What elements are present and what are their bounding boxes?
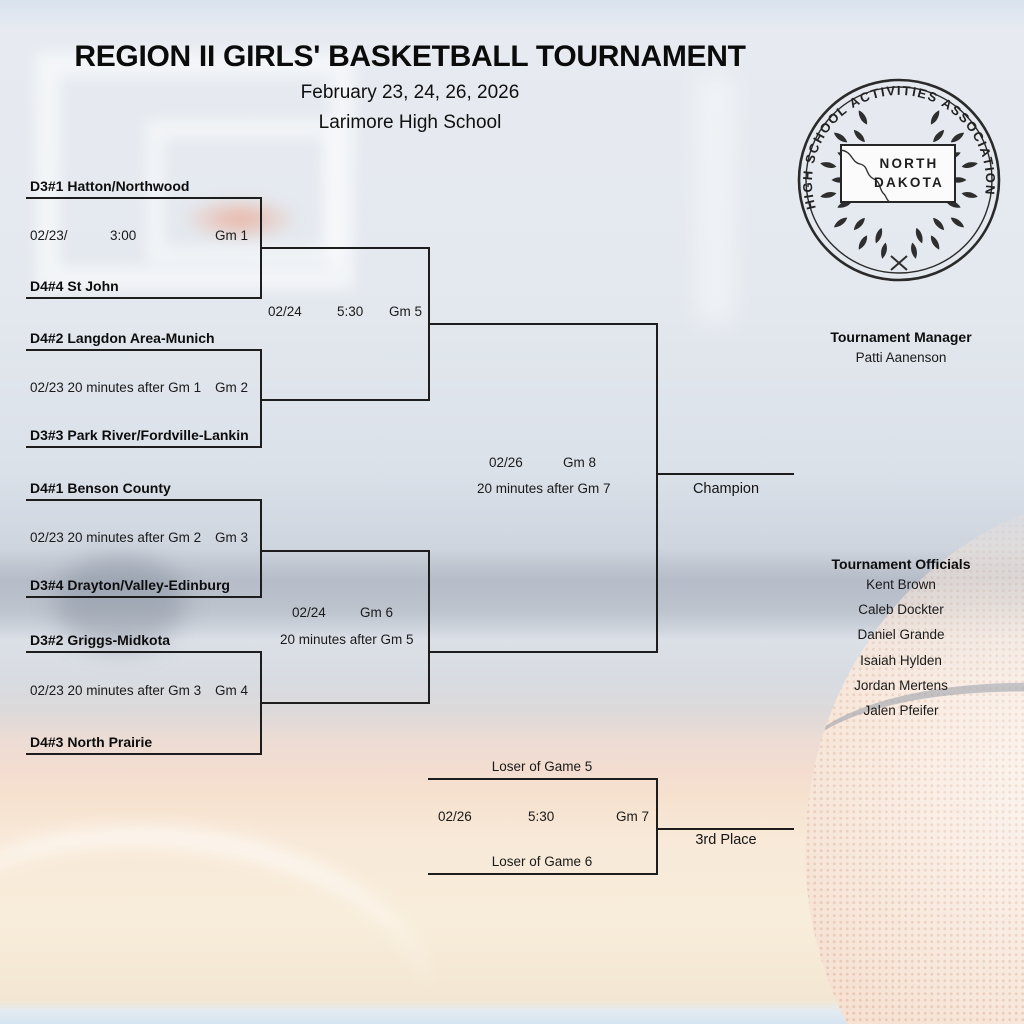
- official-name: Jalen Pfeifer: [863, 703, 939, 719]
- bracket-line: [428, 778, 658, 780]
- official-name: Isaiah Hylden: [860, 652, 942, 668]
- game8-label: Gm 8: [563, 455, 597, 470]
- game3-date-note: 02/23 20 minutes after Gm 2: [30, 530, 202, 545]
- official-name: Kent Brown: [866, 577, 936, 592]
- bleacher-band: [0, 548, 1024, 640]
- champion-line: [658, 473, 794, 475]
- page-title: REGION II GIRLS' BASKETBALL TOURNAMENT: [74, 40, 746, 73]
- loser-of-game5-slot: Loser of Game 5: [491, 759, 593, 774]
- bracket-line: [430, 651, 658, 653]
- game7-date: 02/26: [438, 809, 472, 824]
- bracket-line: [26, 651, 262, 653]
- loser-of-game6-slot: Loser of Game 6: [491, 854, 593, 869]
- seal-state-line1: NORTH: [880, 156, 939, 171]
- bracket-line: [26, 753, 262, 755]
- manager-title: Tournament Manager: [830, 329, 972, 345]
- game1-label: Gm 1: [215, 228, 249, 243]
- game1-time: 3:00: [110, 228, 137, 243]
- team-seed-label: D4#1 Benson County: [30, 480, 171, 496]
- bracket-line: [262, 399, 428, 401]
- bracket-line: [260, 197, 262, 299]
- bracket-line: [428, 247, 430, 401]
- hoop-rim-glow: [180, 196, 300, 242]
- bracket-line: [656, 323, 658, 653]
- bracket-line: [428, 873, 658, 875]
- venue-line: Larimore High School: [318, 112, 502, 133]
- bracket-line: [260, 349, 262, 448]
- bracket-line: [428, 550, 430, 704]
- game1-date: 02/23/: [30, 228, 68, 243]
- backboard-inner-square: [146, 120, 340, 264]
- team-seed-label: D4#2 Langdon Area-Munich: [30, 330, 215, 346]
- header: REGION II GIRLS' BASKETBALL TOURNAMENT F…: [10, 40, 810, 134]
- pole-light-streak: [695, 75, 735, 325]
- bracket-line: [26, 499, 262, 501]
- bracket-line: [430, 323, 658, 325]
- game6-date: 02/24: [292, 605, 326, 620]
- game4-date-note: 02/23 20 minutes after Gm 3: [30, 683, 202, 698]
- official-name: Daniel Grande: [857, 627, 945, 643]
- bracket-line: [262, 247, 428, 249]
- bracket-line: [26, 197, 262, 199]
- game4-label: Gm 4: [215, 683, 249, 698]
- bracket-line: [260, 499, 262, 598]
- game3-label: Gm 3: [215, 530, 249, 545]
- game2-date-note: 02/23 20 minutes after Gm 1: [30, 380, 202, 395]
- bracket-line: [26, 446, 262, 448]
- game6-note: 20 minutes after Gm 5: [280, 632, 414, 647]
- seal-outer-circle: [797, 78, 1001, 282]
- backboard-shape: [36, 52, 354, 290]
- team-seed-label: D3#1 Hatton/Northwood: [30, 178, 190, 194]
- team-seed-label: D3#2 Griggs-Midkota: [30, 632, 171, 648]
- bracket-line: [26, 596, 262, 598]
- north-dakota-state-shape: [840, 144, 956, 203]
- bracket-line: [26, 349, 262, 351]
- manager-name: Patti Aanenson: [855, 350, 947, 365]
- ndhsaa-seal-logo: HIGH SCHOOL ACTIVITIES ASSOCIATION: [797, 78, 1001, 282]
- game7-time: 5:30: [528, 809, 555, 824]
- officials-title: Tournament Officials: [831, 556, 971, 572]
- bracket-line: [262, 702, 428, 704]
- tournament-manager-block: Tournament Manager Patti Aanenson: [790, 329, 1012, 370]
- team-seed-label: D4#4 St John: [30, 278, 119, 294]
- official-name: Jordan Mertens: [854, 677, 948, 693]
- game8-note: 20 minutes after Gm 7: [477, 481, 611, 496]
- tournament-officials-block: Tournament Officials Kent Brown Caleb Do…: [790, 556, 1012, 723]
- date-line: February 23, 24, 26, 2026: [300, 82, 520, 103]
- bracket-line: [260, 651, 262, 755]
- official-name: Caleb Dockter: [858, 602, 944, 618]
- bracket-line: [262, 550, 428, 552]
- missouri-river-line: [840, 149, 891, 203]
- hoop-base-shadow: [55, 555, 185, 650]
- game5-label: Gm 5: [389, 304, 423, 319]
- game7-label: Gm 7: [616, 809, 650, 824]
- game6-label: Gm 6: [360, 605, 394, 620]
- team-seed-label: D4#3 North Prairie: [30, 734, 153, 750]
- seal-state-line2: DAKOTA: [874, 175, 944, 190]
- third-place-line: [658, 828, 794, 830]
- team-seed-label: D3#4 Drayton/Valley-Edinburg: [30, 577, 230, 593]
- third-place-slot-label: 3rd Place: [695, 832, 757, 848]
- bracket-line: [26, 297, 262, 299]
- game8-date: 02/26: [489, 455, 523, 470]
- seal-inner-circle: [805, 86, 993, 274]
- wreath-stems: [890, 255, 908, 271]
- bracket-line: [656, 778, 658, 875]
- team-seed-label: D3#3 Park River/Fordville-Lankin: [30, 427, 249, 443]
- game5-time: 5:30: [337, 304, 364, 319]
- game5-date: 02/24: [268, 304, 302, 319]
- game2-label: Gm 2: [215, 380, 249, 395]
- champion-slot-label: Champion: [692, 481, 760, 497]
